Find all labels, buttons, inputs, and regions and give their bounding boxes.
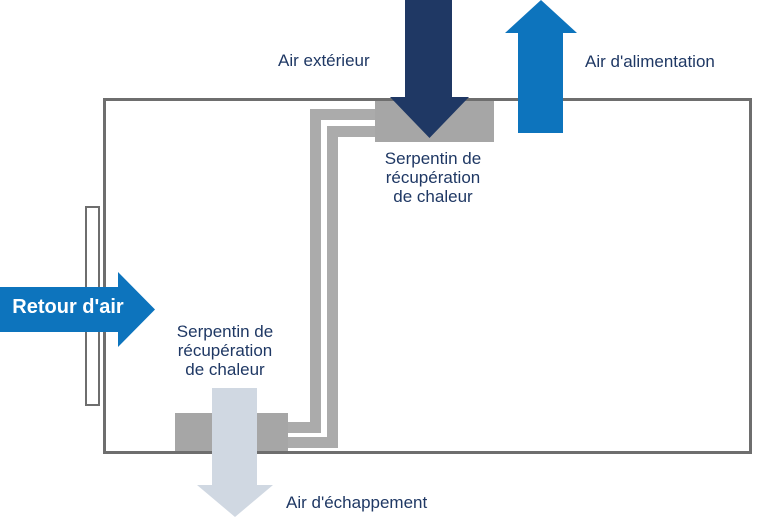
supply-air-arrow-shape: [505, 0, 577, 133]
supply-air-up-arrow-icon: [505, 0, 577, 133]
return-air-arrow-shape: [0, 272, 155, 347]
exhaust-air-label: Air d'échappement: [286, 493, 428, 512]
exhaust-air-down-arrow-icon: [197, 388, 273, 517]
pipe-outer: [286, 109, 378, 433]
exhaust-air-arrow-shape: [197, 388, 273, 517]
return-air-label: Retour d'air: [12, 296, 124, 318]
top-heat-recovery-coil-label: Serpentin de récupération de chaleur: [384, 149, 482, 206]
return-air-right-arrow-icon: [0, 272, 155, 347]
outside-air-down-arrow-icon: [390, 0, 469, 138]
bottom-heat-recovery-coil-label: Serpentin de récupération de chaleur: [176, 322, 274, 379]
outside-air-label: Air extérieur: [278, 51, 370, 70]
supply-air-label: Air d'alimentation: [585, 52, 715, 71]
outside-air-arrow-shape: [390, 0, 469, 138]
pipe-inner: [286, 126, 378, 448]
